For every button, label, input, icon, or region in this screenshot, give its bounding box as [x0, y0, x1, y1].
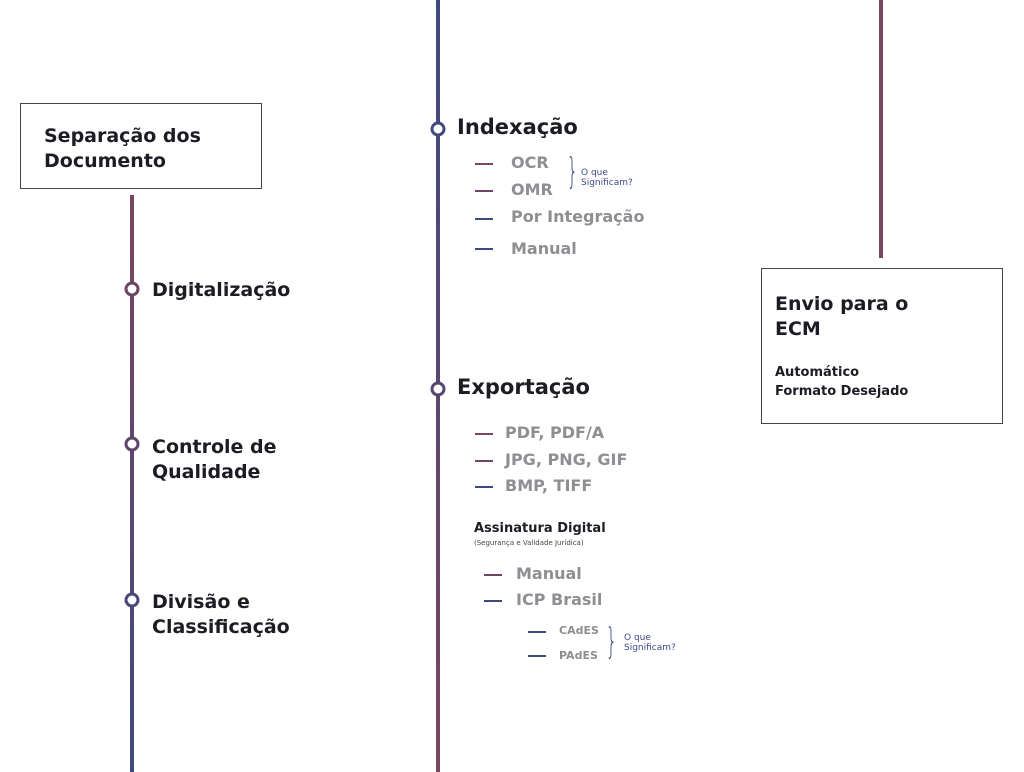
item-icp-brasil: ICP Brasil: [516, 590, 603, 609]
node-indexacao: [430, 121, 446, 137]
envio-ecm-details: Automático Formato Desejado: [775, 363, 908, 401]
note-o-que-significam-2: O que Significam?: [624, 633, 676, 653]
separacao-title: Separação dos Documento: [44, 125, 201, 172]
node-exportacao: [430, 381, 446, 397]
item-jpg: JPG, PNG, GIF: [505, 450, 628, 469]
item-por-integracao: Por Integração: [511, 207, 645, 226]
envio-ecm-title: Envio para o ECM: [775, 293, 909, 340]
note-o-que-significam: O que Significam?: [581, 168, 633, 188]
brace-icon: }: [566, 151, 579, 192]
dash: [528, 655, 546, 657]
step-digitalizacao: Digitalização: [152, 279, 291, 301]
item-bmp: BMP, TIFF: [505, 476, 593, 495]
dash: [475, 433, 493, 435]
dash: [484, 574, 502, 576]
item-assinatura-manual: Manual: [516, 564, 582, 583]
envio-automatico: Automático: [775, 365, 860, 380]
node-controle: [124, 436, 140, 452]
indexacao-title: Indexação: [457, 115, 578, 139]
dash: [528, 631, 546, 633]
dash: [475, 163, 493, 165]
node-divisao: [124, 592, 140, 608]
dash: [475, 190, 493, 192]
left-timeline: [130, 195, 134, 772]
item-pades: PAdES: [559, 649, 598, 662]
item-ocr: OCR: [511, 153, 549, 172]
item-pdf: PDF, PDF/A: [505, 423, 605, 442]
envio-ecm-box: Envio para o ECM Automático Formato Dese…: [761, 268, 1003, 424]
assinatura-subtitle: (Segurança e Validade Jurídica): [474, 539, 584, 547]
dash: [475, 486, 493, 488]
dash: [475, 218, 493, 220]
separacao-box: Separação dos Documento: [20, 103, 262, 189]
envio-formato: Formato Desejado: [775, 384, 909, 399]
assinatura-title: Assinatura Digital: [474, 521, 606, 536]
right-timeline: [879, 0, 883, 258]
dash: [475, 460, 493, 462]
dash: [475, 248, 493, 250]
step-controle-qualidade: Controle de Qualidade: [152, 436, 277, 483]
item-manual: Manual: [511, 239, 577, 258]
dash: [484, 600, 502, 602]
node-digitalizacao: [124, 281, 140, 297]
item-omr: OMR: [511, 180, 553, 199]
item-cades: CAdES: [559, 624, 599, 637]
brace-icon: }: [605, 621, 618, 662]
exportacao-title: Exportação: [457, 375, 590, 399]
step-divisao-classificacao: Divisão e Classificação: [152, 591, 290, 638]
